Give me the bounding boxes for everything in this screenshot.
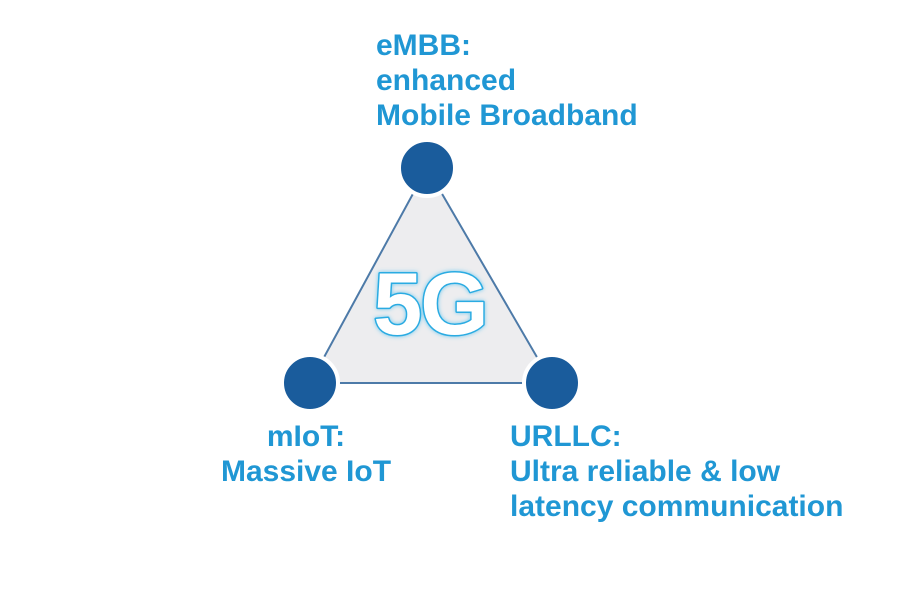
node-circle-miot	[280, 353, 340, 413]
label-urllc-line-2: Ultra reliable & low	[510, 455, 781, 488]
label-urllc: URLLC: Ultra reliable & low latency comm…	[510, 419, 843, 524]
label-embb-line-1: eMBB:	[376, 29, 471, 62]
label-urllc-line-1: URLLC:	[510, 420, 622, 453]
label-embb-line-2: enhanced	[376, 64, 517, 97]
label-embb: eMBB: enhanced Mobile Broadband	[376, 28, 638, 133]
node-circle-embb	[397, 138, 457, 198]
label-miot: mIoT: Massive IoT	[221, 419, 391, 489]
node-circle-urllc	[522, 353, 582, 413]
label-miot-line-2: Massive IoT	[220, 455, 392, 488]
center-5g-label: 5G	[373, 254, 486, 353]
label-miot-line-1: mIoT:	[266, 420, 346, 453]
triangle-shape	[309, 167, 553, 384]
label-embb-line-3: Mobile Broadband	[376, 99, 638, 132]
label-urllc-line-3: latency communication	[510, 490, 844, 523]
